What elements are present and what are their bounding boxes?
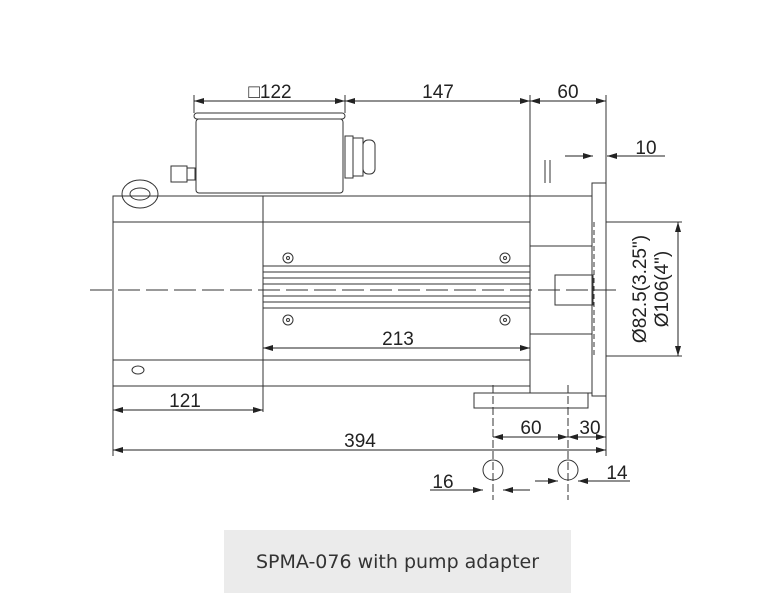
dim-slot-left: 16 — [432, 472, 453, 493]
motor-body — [112, 195, 531, 412]
dim-fin-length: 213 — [382, 329, 414, 350]
dim-flange-thickness: 10 — [635, 138, 656, 159]
dim-box-width: □122 — [248, 82, 291, 103]
dim-foot-hole-spacing: 60 — [520, 418, 541, 439]
caption-box: SPMA-076 with pump adapter — [224, 530, 571, 593]
pump-adapter — [473, 160, 607, 500]
dim-slot-right: 14 — [606, 463, 628, 484]
dim-box-to-adapter: 147 — [422, 82, 454, 103]
screws — [282, 252, 511, 326]
dimension-lines — [113, 98, 681, 493]
junction-box — [170, 112, 376, 194]
cooling-fins — [263, 265, 530, 309]
dim-foot-hole-offset: 30 — [579, 418, 600, 439]
lifting-eye — [121, 179, 159, 209]
dim-pilot-diameter: Ø82.5(3.25") — [630, 235, 651, 343]
caption-text: SPMA-076 with pump adapter — [255, 550, 540, 573]
dim-bolt-circle: Ø106(4") — [652, 251, 673, 327]
dim-overall-length: 394 — [344, 431, 376, 452]
dim-adapter-length: 60 — [557, 82, 578, 103]
foot-slots — [482, 459, 579, 481]
dim-rear-section: 121 — [169, 391, 201, 412]
